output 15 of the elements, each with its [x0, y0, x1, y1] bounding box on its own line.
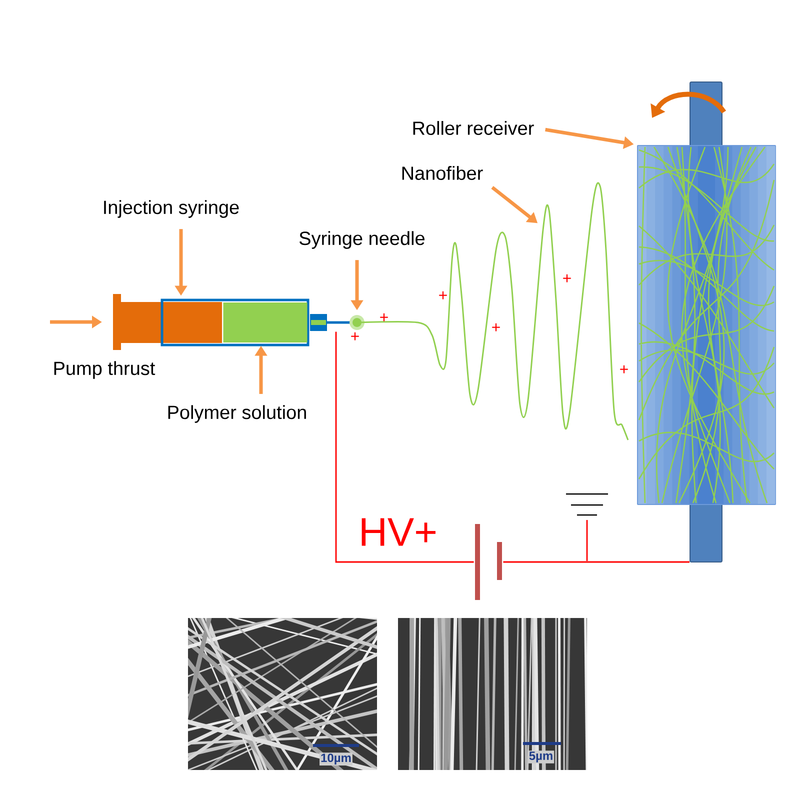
callout-label: Roller receiver [413, 121, 534, 135]
scale-bar-label: 5µm [528, 750, 554, 764]
micrograph-drawing [188, 618, 377, 770]
wire [503, 561, 690, 563]
polymer-solution [223, 302, 308, 342]
battery-symbol [475, 524, 502, 600]
syringe-barrel [160, 298, 310, 346]
micrograph-drawing [398, 618, 587, 770]
voltage-label: HV+ [362, 518, 436, 546]
callout-label: Nanofiber [402, 166, 483, 180]
scale-bar-label: 10µm [320, 752, 352, 766]
syringe-needle [310, 314, 364, 331]
callout-label: Injection syringe [104, 200, 239, 218]
callout-label: Polymer solution [168, 405, 306, 423]
callout-label: Pump thrust [54, 361, 156, 379]
